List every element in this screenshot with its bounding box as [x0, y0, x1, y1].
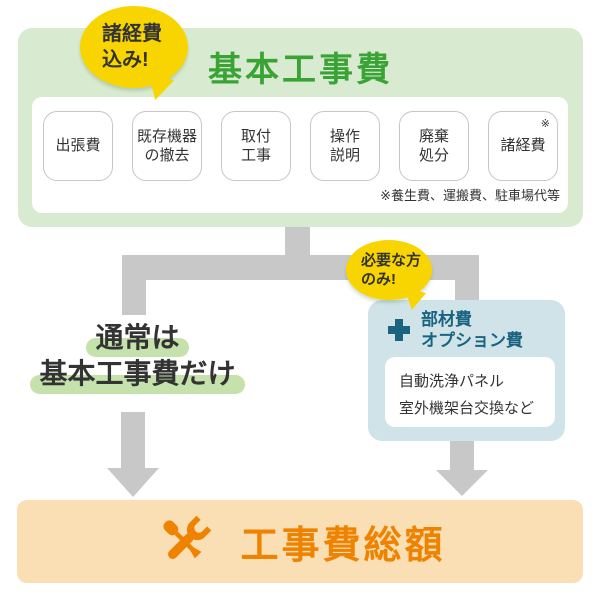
connector-left-drop	[122, 255, 146, 315]
cost-item-label: 既存機器 の撤去	[136, 127, 197, 165]
cost-item-installation: 取付 工事	[221, 111, 291, 181]
cost-item-label: 取付 工事	[240, 127, 271, 165]
down-arrow-left	[121, 412, 145, 469]
cost-items-card: 出張費 既存機器 の撤去 取付 工事 操作 説明 廃棄 処分 諸経費 ※ ※養生…	[32, 97, 568, 213]
option-cost-panel: 部材費 オプション費 自動洗浄パネル 室外機架台交換など	[368, 300, 565, 441]
cost-item-label: 操作 説明	[329, 127, 360, 165]
cost-item-disposal: 廃棄 処分	[399, 111, 469, 181]
optional-only-bubble-text: 必要な方 のみ!	[361, 251, 422, 289]
plus-icon	[388, 319, 410, 342]
cost-item-label: 出張費	[55, 137, 101, 155]
usual-case-line2: 基本工事費だけ	[30, 356, 245, 395]
connector-right-drop	[455, 255, 479, 301]
cost-items-row: 出張費 既存機器 の撤去 取付 工事 操作 説明 廃棄 処分 諸経費 ※	[32, 97, 568, 181]
footnote-mark: ※	[540, 118, 550, 130]
cost-item-removal: 既存機器 の撤去	[132, 111, 202, 181]
misc-included-bubble: 諸経費 込み!	[80, 6, 188, 100]
total-cost-panel: 工事費総額	[17, 500, 583, 583]
down-arrow-left-head	[107, 468, 159, 497]
basic-cost-panel: 基本工事費 出張費 既存機器 の撤去 取付 工事 操作 説明 廃棄 処分 諸経費…	[18, 28, 583, 227]
usual-case-line1: 通常は	[86, 320, 189, 358]
down-arrow-right	[450, 441, 474, 471]
optional-only-bubble: 必要な方 のみ!	[346, 240, 432, 310]
cost-item-label: 廃棄 処分	[418, 127, 449, 165]
down-arrow-right-head	[436, 470, 488, 496]
cost-item-label: 諸経費	[500, 137, 546, 155]
footnote-text: ※養生費、運搬費、駐車場代等	[380, 188, 560, 203]
usual-case-label: 通常は 基本工事費だけ	[0, 320, 275, 395]
option-title: 部材費 オプション費	[421, 310, 523, 351]
option-examples-card: 自動洗浄パネル 室外機架台交換など	[385, 357, 555, 427]
total-cost-title: 工事費総額	[240, 525, 446, 567]
option-header: 部材費 オプション費	[368, 300, 565, 352]
basic-cost-title: 基本工事費	[208, 51, 393, 89]
cost-item-travel: 出張費	[43, 111, 113, 181]
tools-icon	[163, 515, 212, 559]
cost-item-misc: 諸経費 ※	[488, 111, 558, 181]
cost-item-instruction: 操作 説明	[310, 111, 380, 181]
misc-included-bubble-text: 諸経費 込み!	[102, 23, 162, 71]
